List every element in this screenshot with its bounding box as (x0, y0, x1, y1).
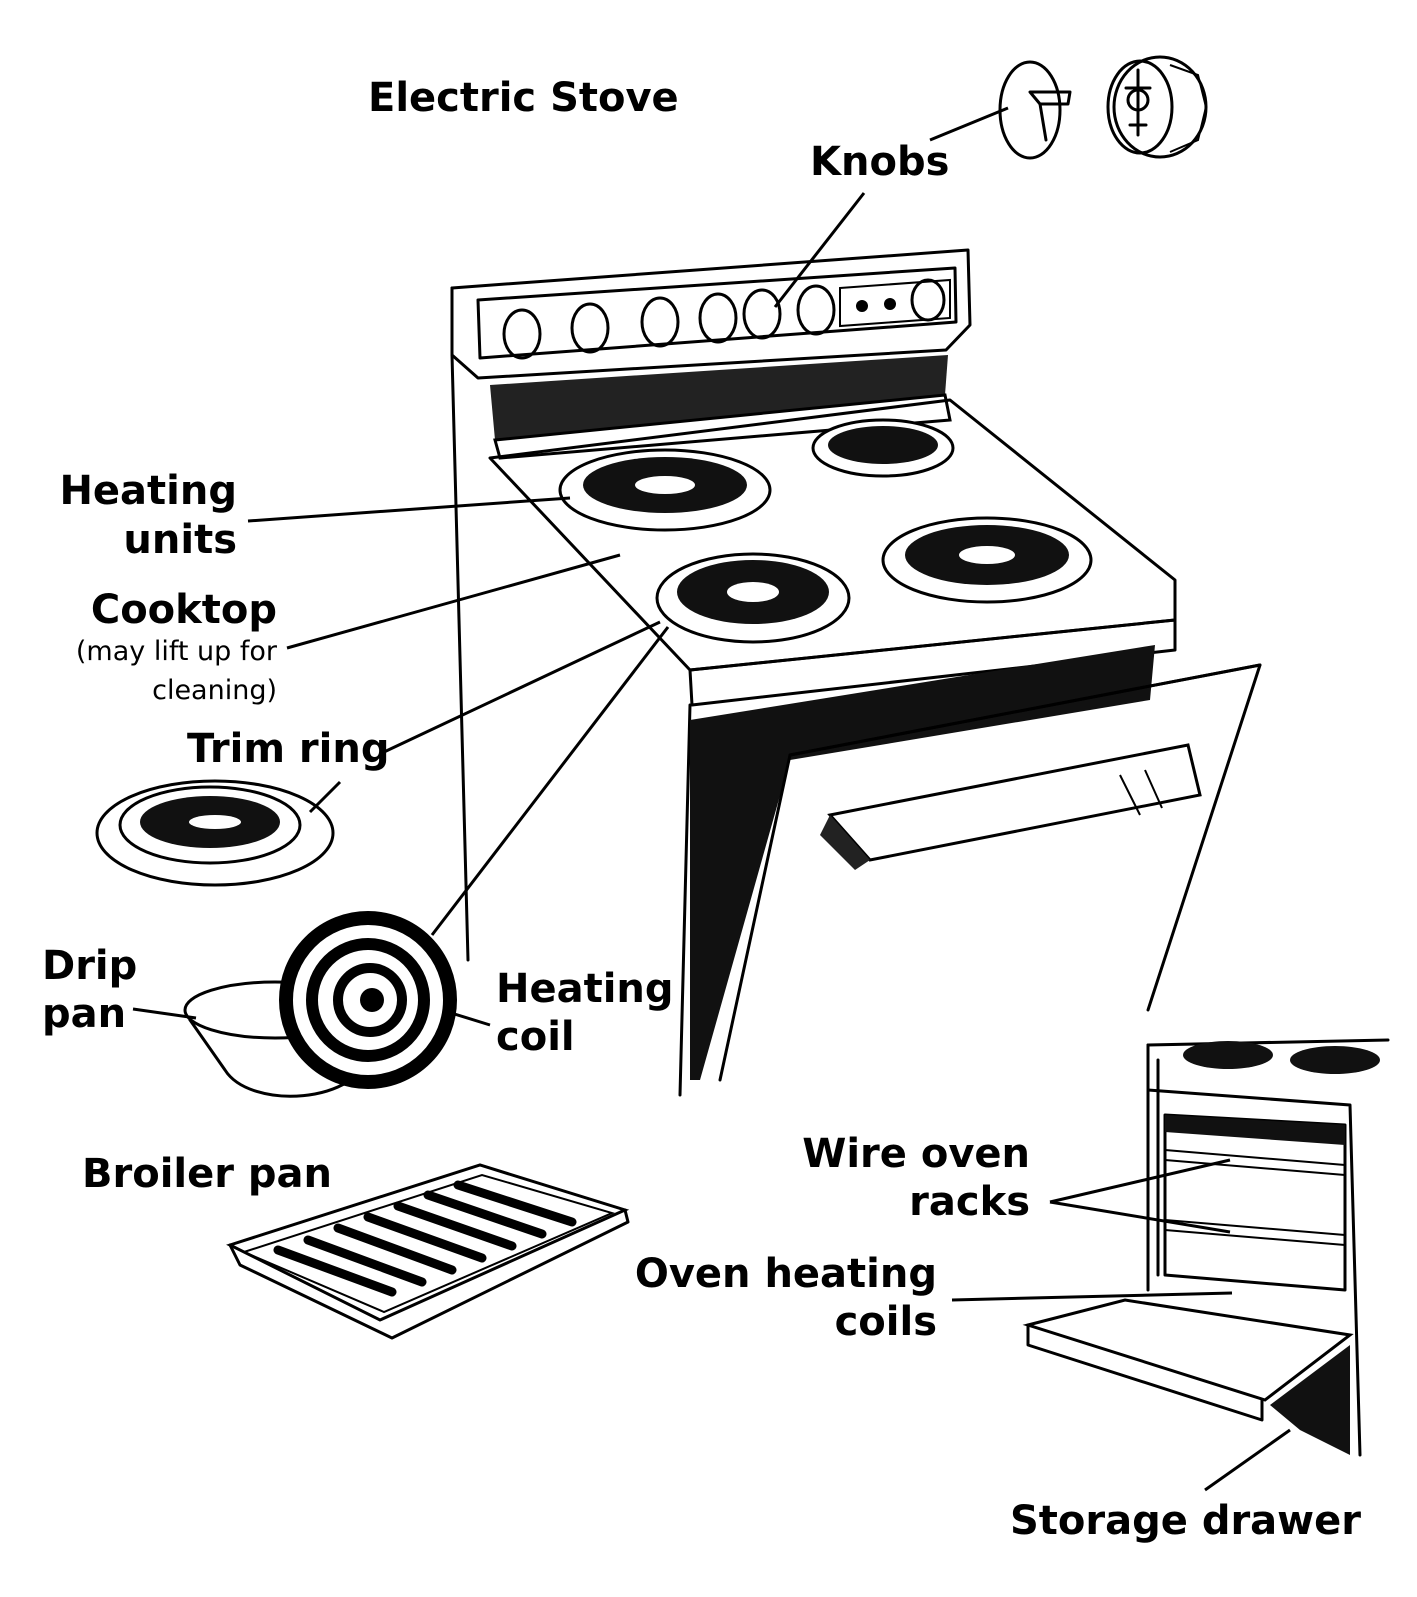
leader-trim-ring (383, 620, 661, 754)
diagram-title: Electric Stove (368, 75, 679, 121)
label-heating-units-line2: units (123, 517, 237, 563)
leader-wire-rack-bottom (1049, 1200, 1231, 1234)
oven-interior-picture (1022, 1038, 1390, 1457)
label-heating-coil-line1: Heating (496, 966, 674, 1012)
leader-lines (132, 106, 1291, 1492)
leader-heating-units (247, 496, 571, 523)
broiler-pan-picture (226, 1163, 630, 1340)
trim-ring-picture (95, 779, 335, 887)
leader-knob-picture (929, 106, 1009, 142)
label-heating-units-line1: Heating (59, 468, 237, 514)
leader-heating-coil (447, 1010, 491, 1027)
drip-pan-and-coil-picture (183, 911, 457, 1098)
leader-heating-coil-top (430, 626, 670, 936)
label-drip-pan-line1: Drip (42, 943, 138, 989)
label-trim-ring: Trim ring (187, 726, 390, 772)
label-cooktop: Cooktop (90, 587, 277, 633)
label-oven-heating-coils-line1: Oven heating (634, 1251, 937, 1297)
label-knobs: Knobs (810, 139, 950, 185)
label-cooktop-note-line1: (may lift up for (75, 636, 277, 667)
label-cooktop-note-line2: cleaning) (152, 675, 277, 706)
leader-storage-drawer (1204, 1428, 1291, 1492)
leader-trim-ring-picture (308, 780, 342, 814)
label-heating-coil-line2: coil (496, 1014, 575, 1060)
label-drip-pan-line2: pan (42, 991, 127, 1037)
label-storage-drawer: Storage drawer (1010, 1498, 1361, 1544)
leader-knobs (773, 192, 866, 308)
leader-drip-pan (132, 1007, 197, 1020)
leader-oven-heating-coils (951, 1291, 1233, 1302)
stove-body (450, 248, 1262, 1097)
label-broiler-pan: Broiler pan (82, 1151, 332, 1197)
leader-cooktop (286, 553, 621, 650)
label-wire-oven-racks-line1: Wire oven (802, 1131, 1030, 1177)
knob-pictures (998, 55, 1208, 160)
label-wire-oven-racks-line2: racks (909, 1179, 1030, 1225)
label-oven-heating-coils-line2: coils (834, 1299, 937, 1345)
leader-wire-rack-top (1049, 1158, 1231, 1204)
